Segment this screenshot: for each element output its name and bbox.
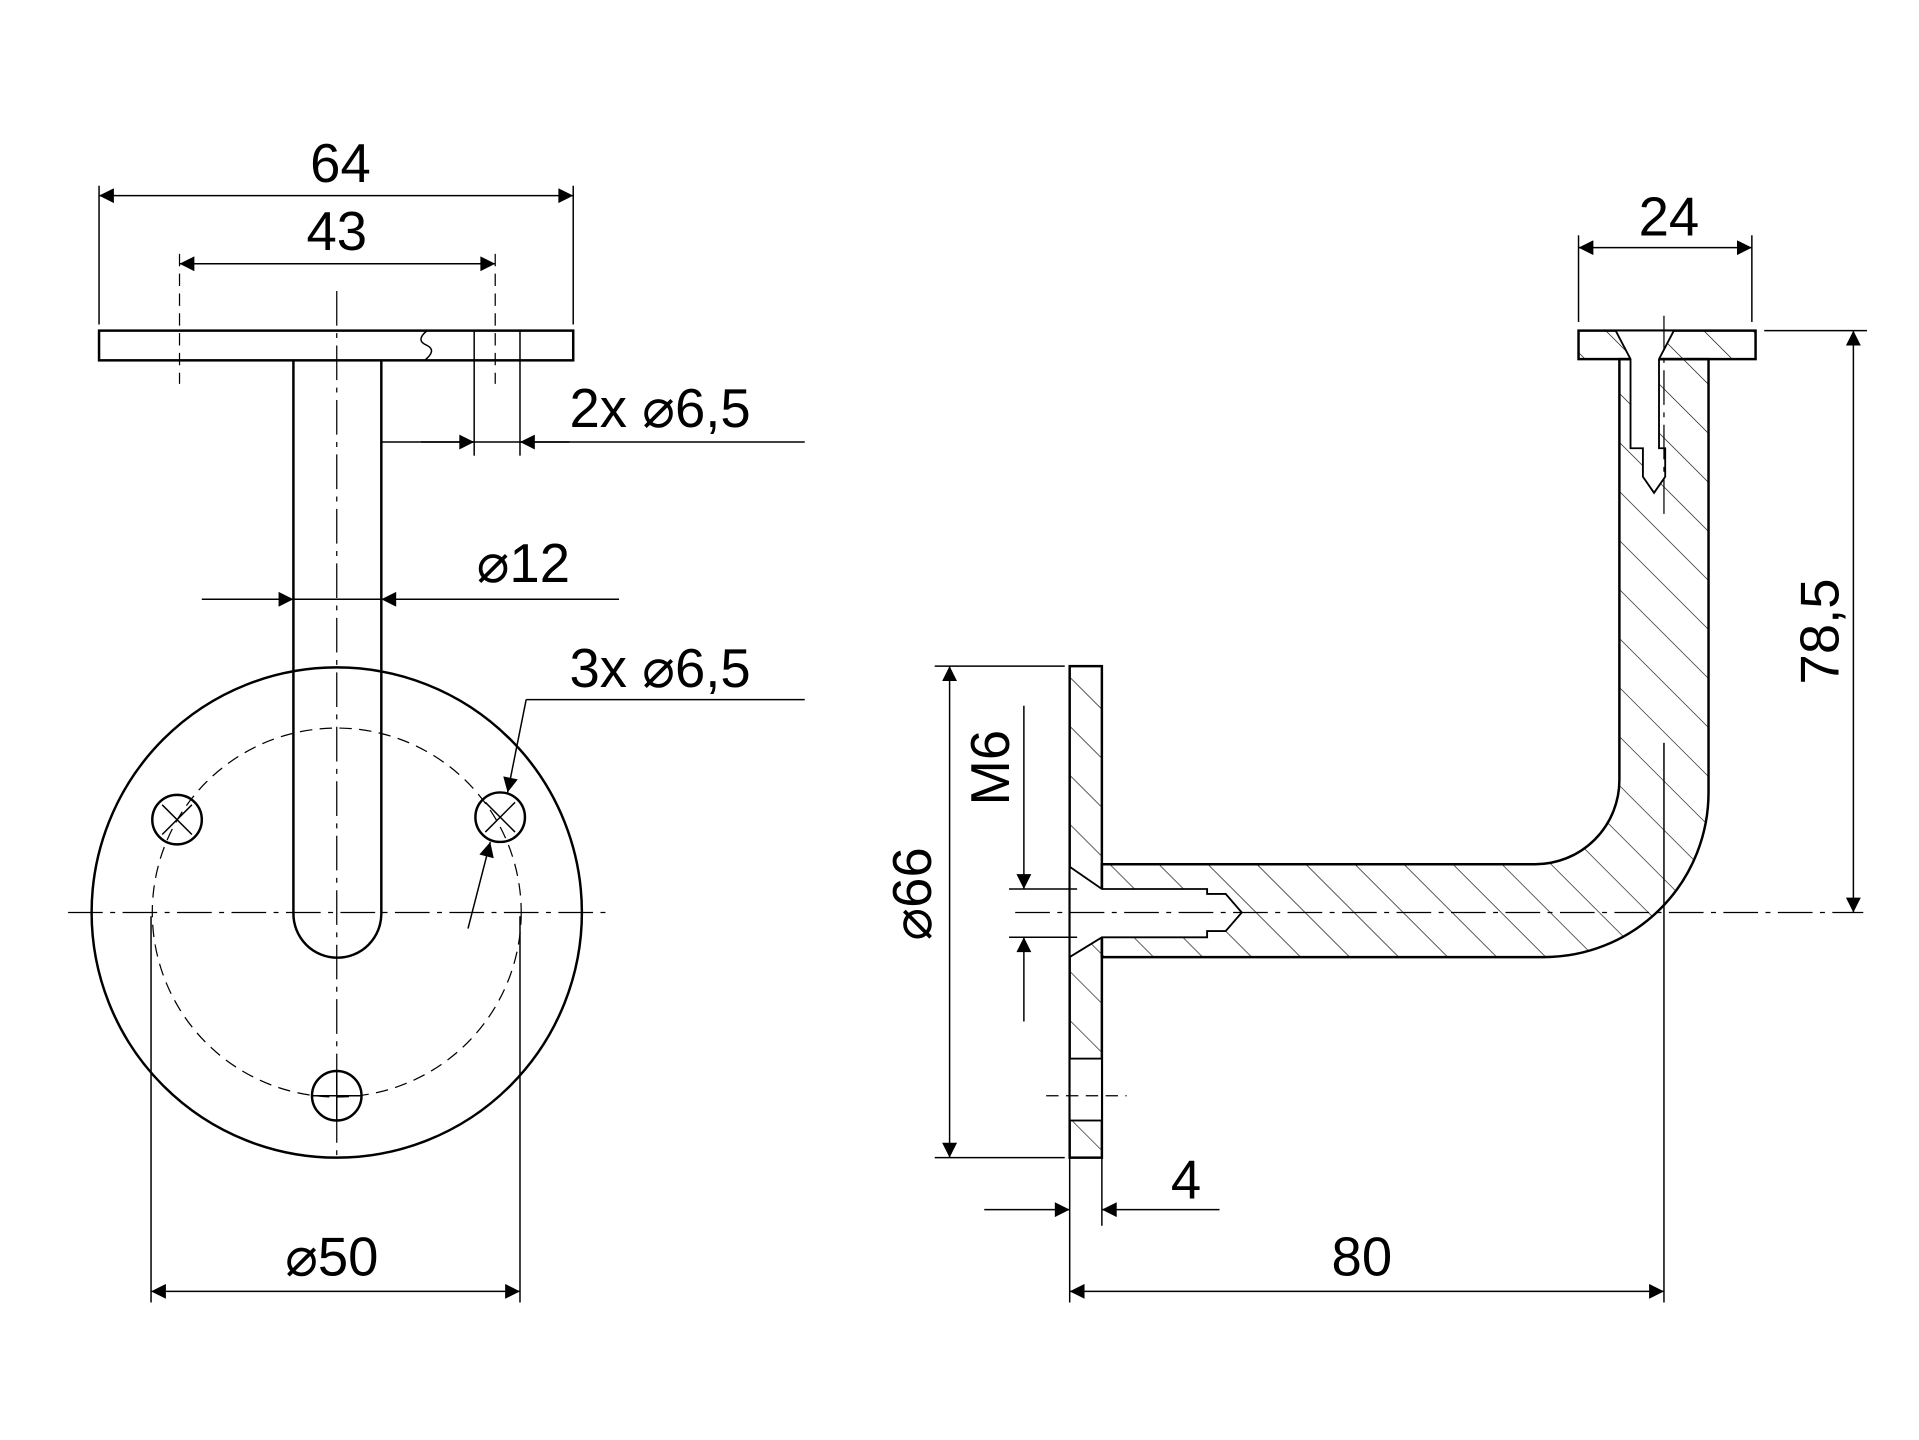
dim-rosette-thickness: 4 xyxy=(1171,1150,1201,1211)
side-view: 24 78,5 ⌀66 M6 4 80 xyxy=(882,186,1868,1303)
dim-bolt-circle: ⌀50 xyxy=(285,1226,378,1287)
front-view: 64 43 2x ⌀6,5 ⌀12 3x ⌀6,5 ⌀50 xyxy=(68,133,805,1303)
dim-thread: M6 xyxy=(960,730,1021,806)
hole xyxy=(151,793,204,846)
dim-hole-spacing: 43 xyxy=(306,201,367,262)
dim-plate-width: 64 xyxy=(310,133,371,194)
dim-rosette-holes: 3x ⌀6,5 xyxy=(570,638,751,699)
dim-projection: 80 xyxy=(1332,1226,1393,1287)
dim-plate-holes: 2x ⌀6,5 xyxy=(570,378,751,439)
dim-top-plate: 24 xyxy=(1639,186,1700,247)
dim-rosette-diameter: ⌀66 xyxy=(882,847,943,940)
dim-tube-diameter: ⌀12 xyxy=(477,533,570,594)
countersunk-screw-top xyxy=(1614,329,1676,495)
break-line xyxy=(420,330,433,361)
bracket-arm xyxy=(1100,357,1710,959)
dim-height: 78,5 xyxy=(1790,578,1851,684)
hole xyxy=(474,791,527,844)
